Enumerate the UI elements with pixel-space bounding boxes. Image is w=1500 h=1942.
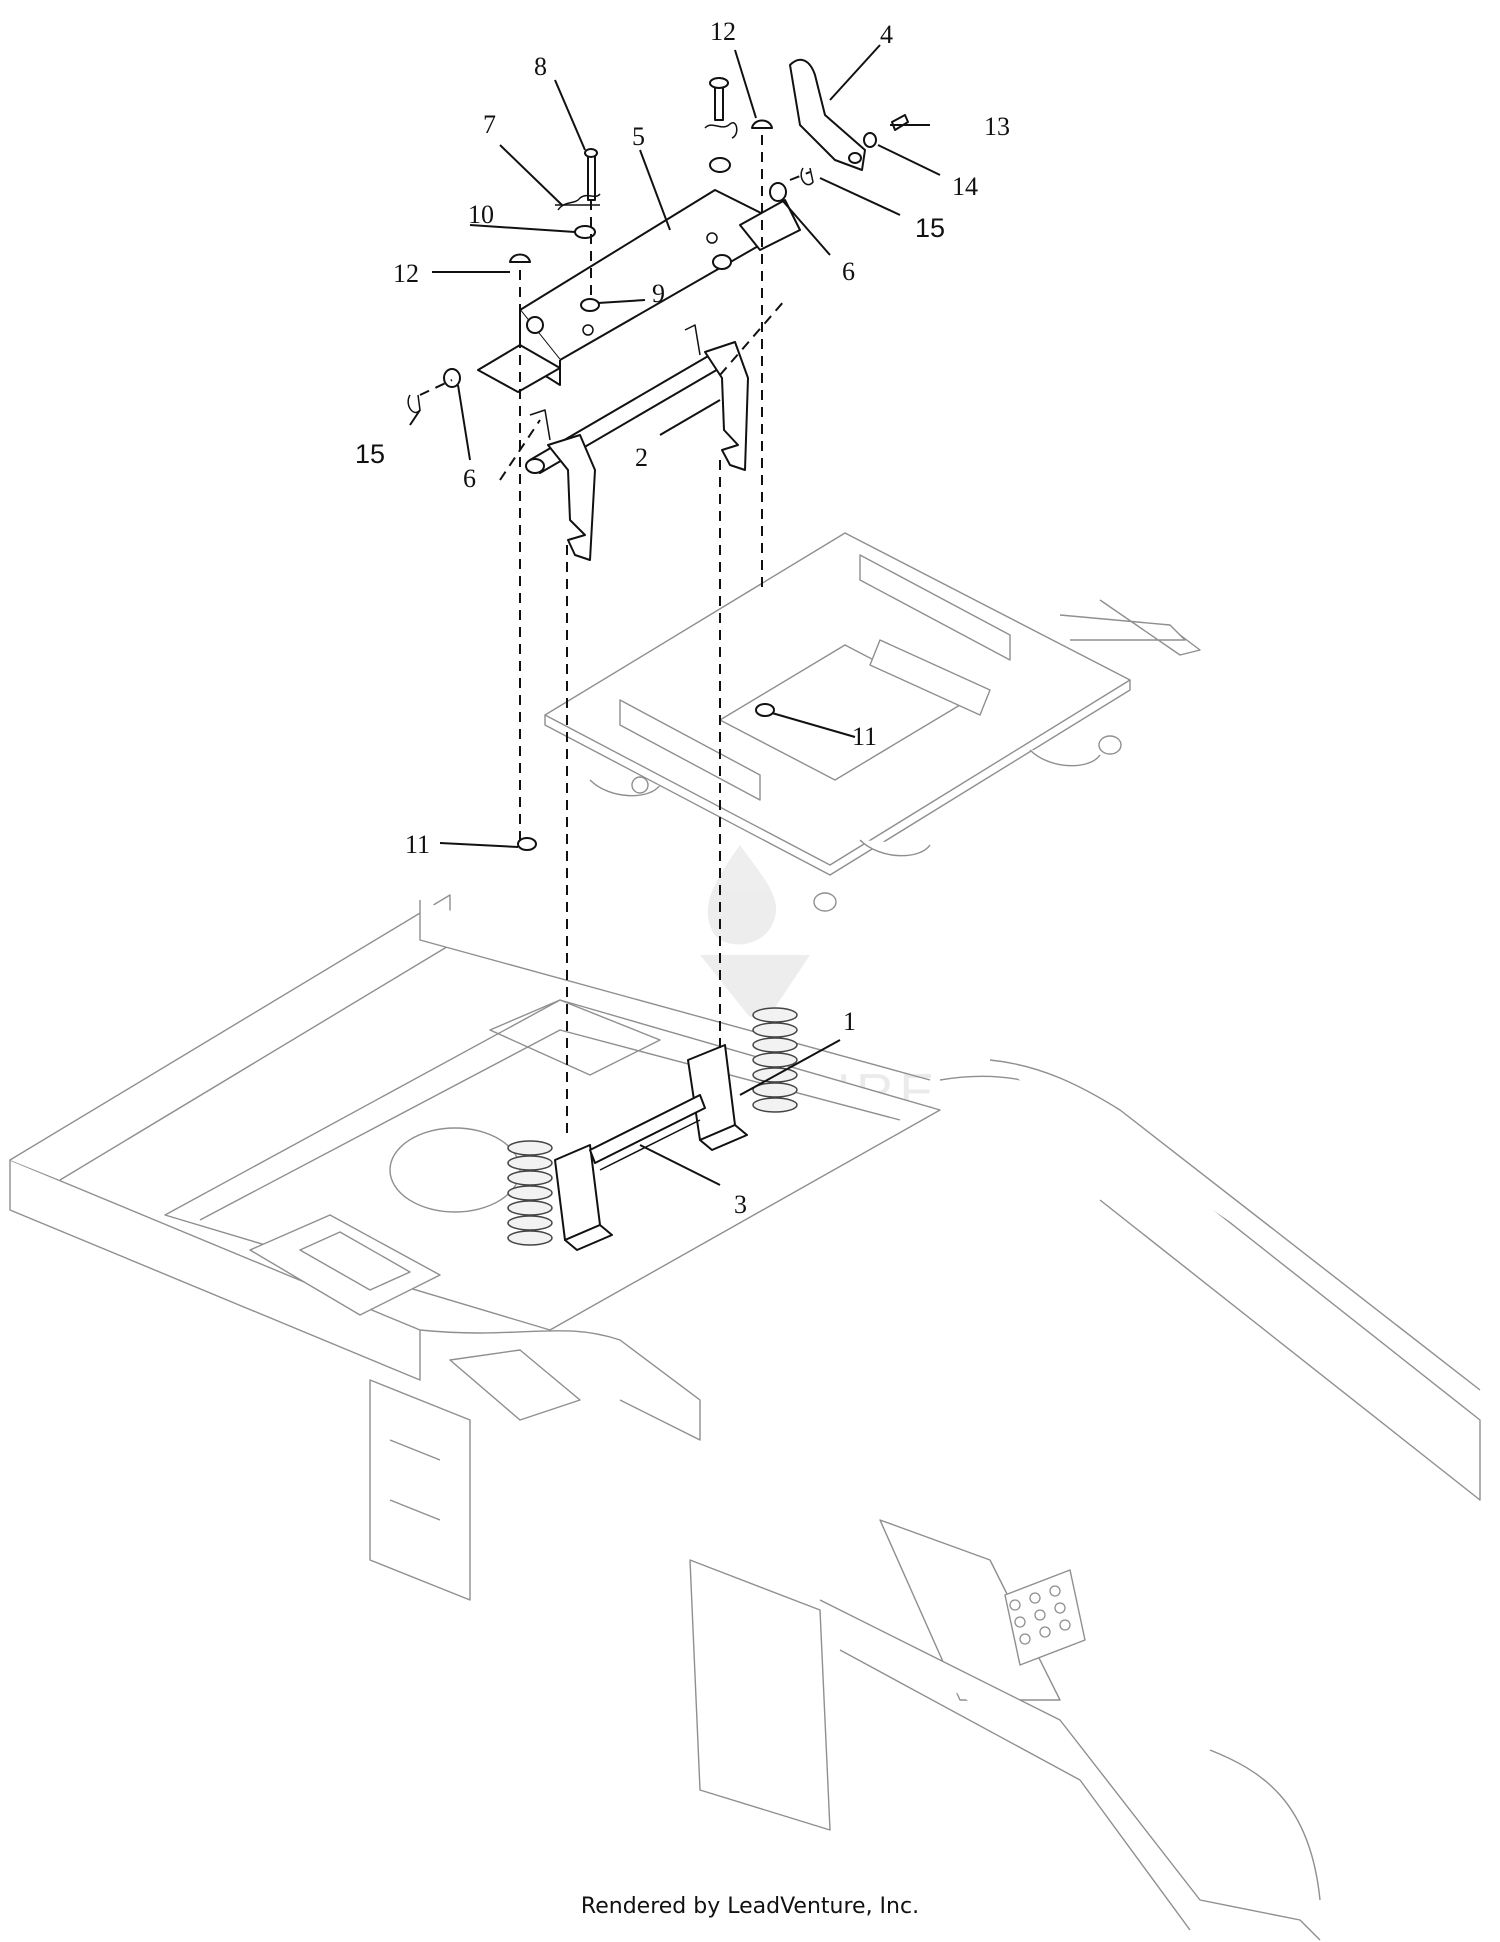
callout-15-left: 15 — [355, 439, 385, 469]
latch-hook-assembly — [525, 324, 749, 561]
latch-bracket — [477, 189, 801, 393]
seat-mount-brackets — [554, 1044, 748, 1251]
callout-8: 8 — [534, 52, 547, 81]
assembly-lines — [419, 135, 811, 1140]
callout-5: 5 — [632, 122, 645, 151]
callout-labels: 8 7 5 10 9 12 12 4 13 14 15 6 15 6 2 11 … — [355, 17, 1010, 1219]
callout-3: 3 — [734, 1190, 747, 1219]
tractor-frame — [9, 894, 1481, 1941]
callout-12-left: 12 — [393, 259, 419, 288]
render-credit: Rendered by LeadVenture, Inc. — [580, 1894, 920, 1919]
callout-11-right: 11 — [852, 722, 877, 751]
callout-leaders — [409, 44, 941, 1186]
callout-6-right: 6 — [842, 257, 855, 286]
hardware-bits — [407, 77, 909, 851]
callout-4: 4 — [880, 20, 893, 49]
callout-9: 9 — [652, 279, 665, 308]
callout-1: 1 — [843, 1007, 856, 1036]
callout-12-right: 12 — [710, 17, 736, 46]
callout-10: 10 — [468, 200, 494, 229]
callout-2: 2 — [635, 443, 648, 472]
callout-15-right: 15 — [915, 213, 945, 243]
callout-13: 13 — [984, 112, 1010, 141]
release-handle — [789, 58, 866, 171]
callout-7: 7 — [483, 110, 496, 139]
callout-14: 14 — [952, 172, 978, 201]
callout-6-left: 6 — [463, 464, 476, 493]
seat-base-plate — [544, 532, 1201, 912]
suspension-springs — [507, 1007, 798, 1246]
callout-11-left: 11 — [405, 830, 430, 859]
